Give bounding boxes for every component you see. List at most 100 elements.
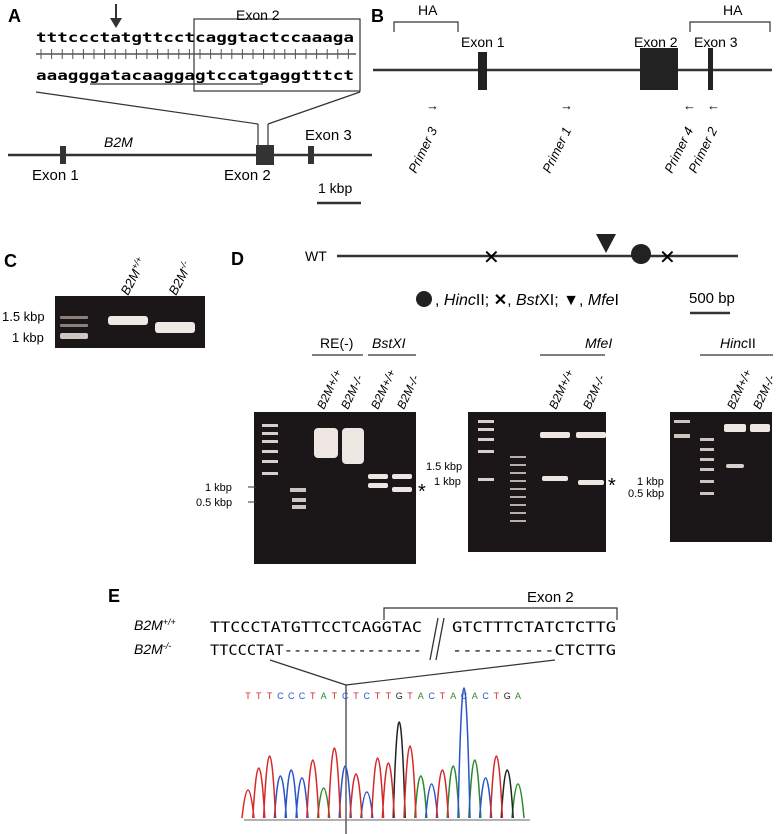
- hincii-legend-icon: [416, 291, 432, 307]
- basecall: T: [353, 691, 359, 701]
- band-bst-wt: [368, 474, 388, 479]
- basecall: A: [321, 691, 327, 701]
- primer-1-label: Primer 1: [539, 125, 574, 176]
- bstxi-site-icon: ✕: [659, 247, 676, 269]
- basecall: T: [440, 691, 446, 701]
- band-mfe-ko-top: [576, 432, 606, 438]
- basecall: C: [342, 691, 349, 701]
- trace-C: [273, 687, 493, 819]
- hincii-label: HincII: [720, 335, 756, 351]
- lane-label-c2: B2M-/-: [165, 259, 196, 298]
- legend-text: , HincII; ✕, BstXI; ▼, MfeI: [435, 292, 619, 309]
- bstxi-site-icon: ✕: [483, 247, 500, 269]
- panel-label-a: A: [8, 6, 21, 26]
- basecall: C: [482, 691, 489, 701]
- ladder-lane-d1b: [290, 488, 306, 509]
- ha-bracket-left: [393, 21, 459, 32]
- asterisk-d2: *: [608, 475, 616, 497]
- band-mfe-wt-cut: [542, 476, 568, 481]
- marker-label-c-1: 1 kbp: [12, 330, 44, 345]
- basecall: A: [472, 691, 478, 701]
- ladder-band: [60, 324, 88, 327]
- marker-label-d1-0.5: 0.5 kbp: [196, 497, 232, 509]
- gene-name-b2m: B2M: [104, 134, 133, 150]
- basecall: T: [386, 691, 392, 701]
- exon2-label-e: Exon 2: [527, 589, 574, 606]
- exon2-block-b: [640, 48, 678, 90]
- basecall: T: [332, 691, 338, 701]
- gel-d3: [670, 412, 772, 542]
- basecall: T: [245, 691, 251, 701]
- ladder-lane-d2: [478, 420, 494, 481]
- ladder-lane-d1: [262, 424, 278, 475]
- band-mfe-wt-top: [540, 432, 570, 438]
- junction-line-left: [269, 659, 347, 686]
- panel-label-d: D: [231, 249, 244, 269]
- basecall: T: [256, 691, 262, 701]
- lane-label-d8: B2M-/-: [750, 373, 777, 412]
- basecall: T: [267, 691, 273, 701]
- exon3-label-b: Exon 3: [694, 34, 738, 50]
- band-hinc-wt: [724, 424, 746, 432]
- exon3-block-b: [708, 48, 713, 90]
- exon1-label-a: Exon 1: [32, 167, 79, 184]
- bstxi-label: BstXI: [372, 335, 406, 351]
- basecall: G: [504, 691, 511, 701]
- lane-label-d2: B2M-/-: [338, 373, 366, 412]
- basecall: T: [310, 691, 316, 701]
- band-wt-c: [108, 316, 148, 325]
- marker-label-d3-0.5: 0.5 kbp: [628, 488, 664, 500]
- chromatogram-traces: [241, 687, 525, 819]
- basecall: A: [450, 691, 456, 701]
- basecall: A: [418, 691, 424, 701]
- wt-sequence-left: TTCCCTATGTTCCTCAGGTAC: [210, 620, 422, 636]
- band-hinc-ko: [750, 424, 770, 432]
- band-bst-ko: [392, 487, 412, 492]
- ko-genotype-label: B2M-/-: [134, 641, 171, 657]
- ko-sequence-right: ----------CTCTTG: [452, 643, 616, 659]
- scale-label-a: 1 kbp: [318, 180, 352, 196]
- basecall: C: [288, 691, 295, 701]
- lane-label-d5: B2M+/+: [546, 367, 576, 411]
- trace-G: [392, 721, 514, 819]
- band-hinc-wt-cut: [726, 464, 744, 468]
- ha-bracket-right: [689, 21, 771, 32]
- basecall: C: [299, 691, 306, 701]
- panel-label-e: E: [108, 586, 120, 606]
- exon2-block: [256, 145, 274, 165]
- break-mark: [435, 617, 445, 661]
- exon1-block-b: [478, 52, 487, 90]
- base-pair-ticks: [40, 49, 349, 59]
- marker-label-c-1.5: 1.5 kbp: [2, 309, 45, 324]
- arrowhead-icon: [110, 18, 122, 28]
- lane-label-c1: B2M+/+: [117, 255, 150, 298]
- marker-label-d2-1.5: 1.5 kbp: [426, 461, 462, 473]
- band-mfe-ko-cut: [578, 480, 604, 485]
- zoom-line-right: [267, 91, 361, 125]
- band-uncut-wt: [314, 428, 338, 458]
- ko-sequence-left: TTCCCTAT---------------: [210, 643, 422, 659]
- wt-sequence-right: GTCTTTCTATCTCTTG: [452, 620, 616, 636]
- dna-top-strand: tttccctatgttcctcaggtactccaaaga: [36, 31, 354, 46]
- hincii-site-icon: [631, 244, 651, 264]
- basecall: A: [515, 691, 521, 701]
- basecall: C: [364, 691, 371, 701]
- ladder-lane-d2b: [510, 456, 526, 522]
- zoom-line-left: [35, 91, 259, 125]
- basecall: C: [461, 691, 468, 701]
- lane-label-d4: B2M-/-: [394, 373, 422, 412]
- trace-A: [316, 759, 525, 819]
- exon1-block: [60, 146, 66, 164]
- mfei-site-icon: [596, 234, 616, 253]
- primer-2-arrow-icon: ←: [707, 98, 720, 113]
- panel-label-b: B: [371, 6, 384, 26]
- exon2-box-label: Exon 2: [236, 7, 280, 23]
- exon3-block: [308, 146, 314, 164]
- panel-label-c: C: [4, 251, 17, 271]
- primer-3-arrow-icon: →: [426, 98, 439, 113]
- basecall: C: [277, 691, 284, 701]
- band-uncut-ko: [342, 428, 364, 464]
- scale-label-d: 500 bp: [689, 290, 735, 307]
- primer-4-arrow-icon: ←: [683, 98, 696, 113]
